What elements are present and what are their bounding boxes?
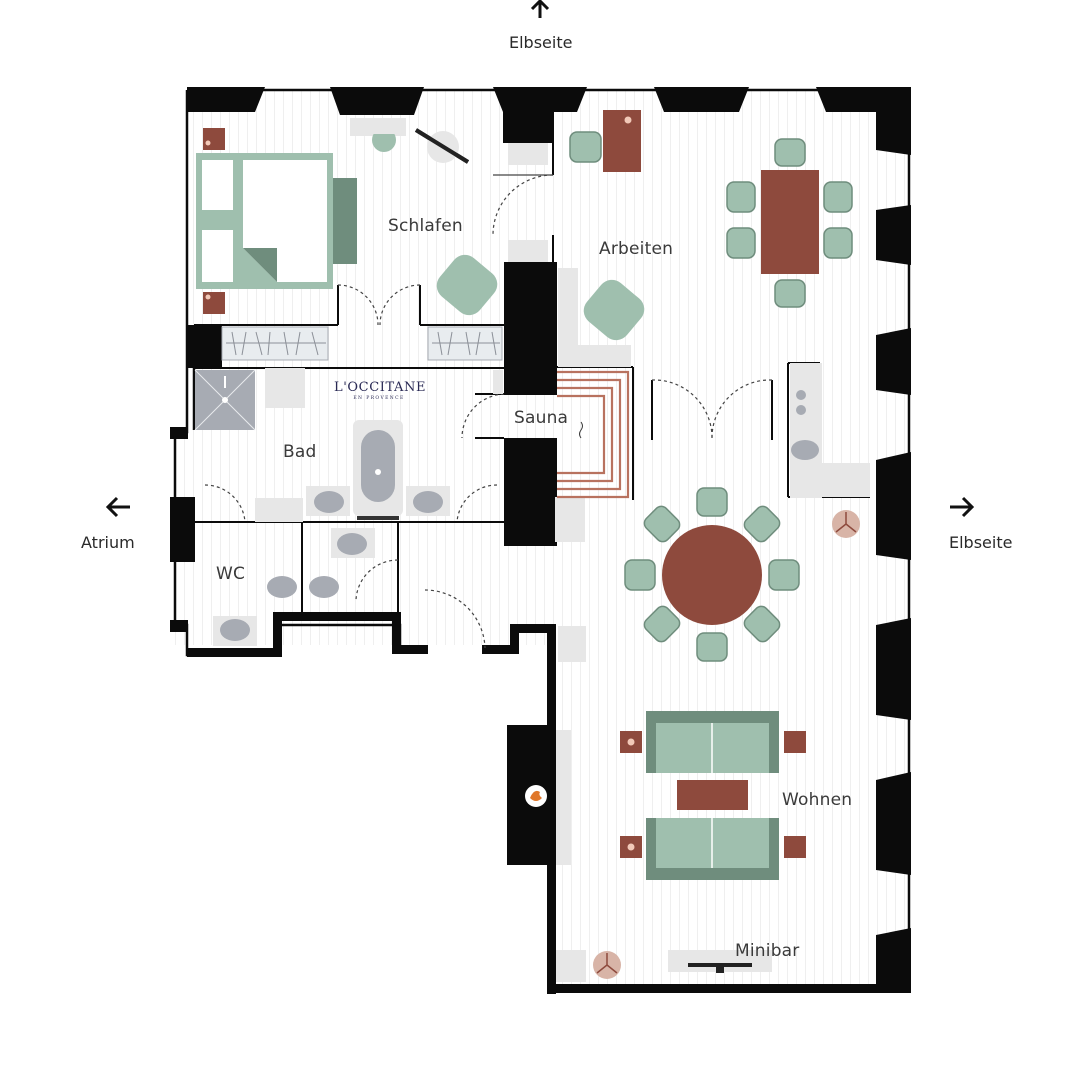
dining-table-arbeiten bbox=[726, 138, 853, 308]
arrow-right-icon bbox=[950, 496, 975, 518]
tv-minibar bbox=[688, 963, 752, 973]
shower bbox=[194, 369, 256, 431]
washstand-right bbox=[791, 390, 819, 460]
room-label-sauna: Sauna bbox=[514, 408, 569, 428]
room-label-schlafen: Schlafen bbox=[388, 216, 463, 236]
sinks bbox=[306, 486, 450, 558]
direction-left-label: Atrium bbox=[81, 533, 135, 552]
sofas bbox=[646, 711, 779, 880]
brand-name: L'OCCITANE bbox=[334, 380, 427, 395]
desk bbox=[569, 110, 641, 172]
room-label-wc: WC bbox=[216, 564, 246, 584]
room-label-arbeiten: Arbeiten bbox=[599, 239, 674, 259]
side-tables bbox=[620, 731, 806, 858]
sauna-benches bbox=[557, 370, 630, 499]
plants bbox=[593, 510, 860, 979]
toilets bbox=[213, 576, 339, 646]
door-swings bbox=[204, 174, 773, 649]
room-label-wohnen: Wohnen bbox=[782, 790, 853, 810]
arrow-up-icon bbox=[530, 0, 550, 18]
round-dining-table bbox=[624, 487, 800, 662]
brand-tagline: EN PROVENCE bbox=[353, 396, 405, 401]
room-label-bad: Bad bbox=[283, 442, 317, 462]
wall-pillars bbox=[170, 87, 911, 994]
sauna-heat-icon bbox=[579, 421, 583, 439]
arrow-left-icon bbox=[105, 496, 130, 518]
direction-right-label: Elbseite bbox=[949, 533, 1013, 552]
brand-logo: L'OCCITANE EN PROVENCE bbox=[334, 380, 427, 401]
room-label-minibar: Minibar bbox=[735, 941, 800, 961]
armchair-arbeiten bbox=[583, 279, 645, 341]
armchair-schlafen bbox=[436, 254, 498, 316]
wardrobe-hangers bbox=[226, 331, 500, 356]
bed bbox=[196, 128, 357, 314]
bedroom-decor bbox=[364, 118, 470, 164]
direction-top-label: Elbseite bbox=[509, 33, 573, 52]
fireplace-icon bbox=[525, 785, 547, 807]
bathtub bbox=[353, 420, 403, 520]
